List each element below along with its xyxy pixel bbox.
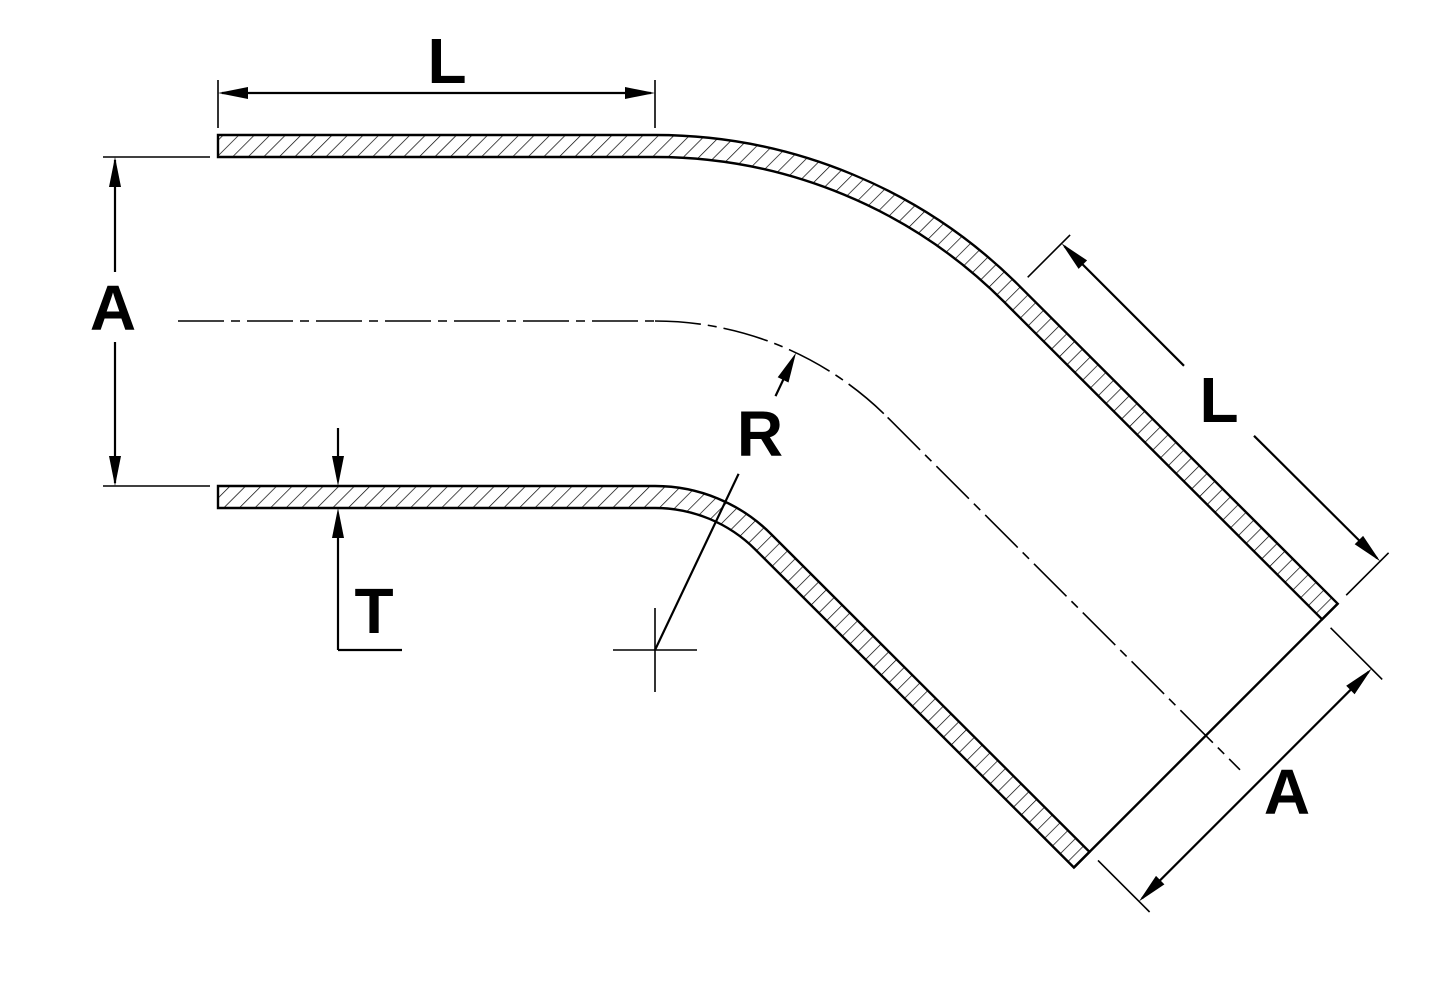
centerlines bbox=[178, 320, 1241, 771]
ext-line bbox=[1097, 859, 1151, 913]
arrowhead-down bbox=[332, 456, 344, 486]
ext-line bbox=[1330, 627, 1383, 680]
centerline-diagonal bbox=[887, 416, 1241, 771]
arrowhead-lower bbox=[1139, 875, 1165, 902]
label-diameter-diagonal: A bbox=[1264, 756, 1310, 828]
dimension-wall-thickness: T bbox=[332, 428, 402, 652]
dim-line bbox=[1253, 435, 1378, 560]
arrowhead-lower bbox=[1354, 535, 1381, 562]
arrowhead-left bbox=[218, 87, 248, 99]
dimension-diameter-diagonal: A bbox=[1097, 627, 1383, 913]
arrowhead-right bbox=[625, 87, 655, 99]
centerline-bend-arc bbox=[654, 320, 889, 418]
arrowhead-up bbox=[332, 508, 344, 538]
label-length-diagonal: L bbox=[1199, 364, 1238, 436]
label-length-top: L bbox=[427, 25, 466, 97]
arrowhead-upper bbox=[1346, 668, 1372, 695]
label-wall-thickness: T bbox=[354, 575, 393, 647]
arrowhead-upper bbox=[1061, 243, 1088, 269]
arrowhead-up bbox=[109, 157, 121, 187]
label-diameter-left: A bbox=[90, 272, 136, 344]
tube-wall-inner bbox=[216, 484, 1092, 870]
ext-line bbox=[1027, 234, 1071, 278]
ext-line bbox=[1345, 552, 1390, 596]
dimension-bend-radius: R bbox=[654, 352, 796, 651]
label-bend-radius: R bbox=[737, 398, 783, 470]
radius-leader bbox=[654, 473, 740, 651]
dimension-length-diagonal: L bbox=[1027, 234, 1390, 596]
tube-body bbox=[216, 133, 1340, 870]
arrowhead-radius bbox=[777, 352, 796, 383]
dim-line bbox=[1063, 245, 1185, 367]
dim-line bbox=[1141, 671, 1370, 900]
arrowhead-down bbox=[109, 456, 121, 486]
dimension-length-top: L bbox=[217, 25, 656, 128]
dimension-diameter-left: A bbox=[90, 156, 210, 487]
